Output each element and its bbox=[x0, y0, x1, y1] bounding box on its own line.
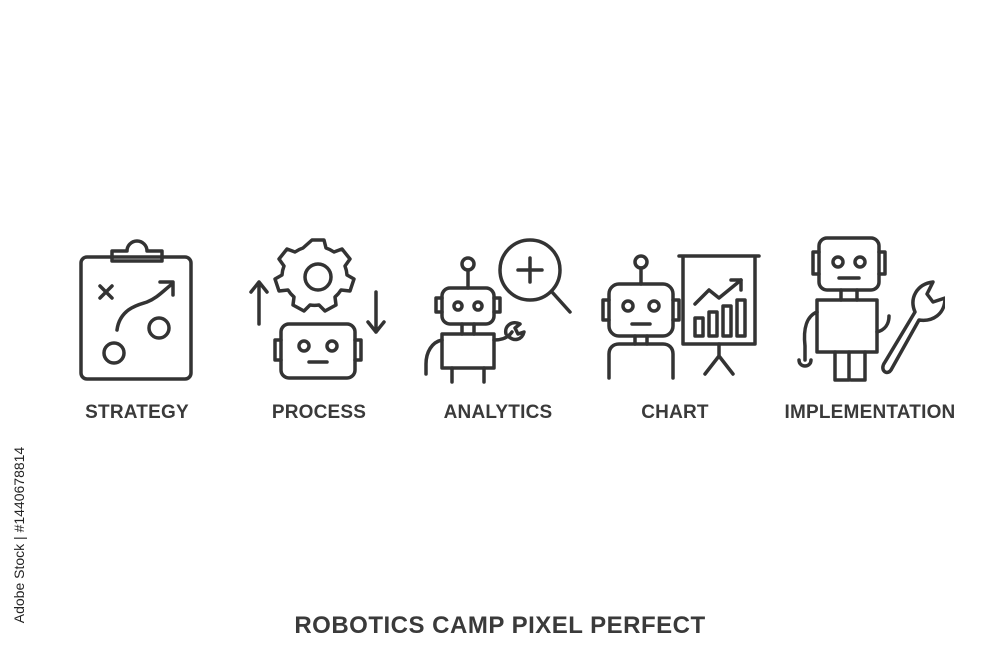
robot-wrench-icon bbox=[795, 232, 945, 392]
label-analytics: ANALYTICS bbox=[443, 402, 553, 423]
page-title: ROBOTICS CAMP PIXEL PERFECT bbox=[294, 612, 706, 639]
label-chart: CHART bbox=[641, 402, 709, 423]
stock-id-watermark: Adobe Stock | #1440678814 bbox=[6, 420, 32, 650]
robot-gear-process-icon bbox=[243, 232, 393, 392]
stock-id-text: Adobe Stock | #1440678814 bbox=[11, 446, 27, 624]
robot-chart-board-icon bbox=[595, 232, 765, 392]
robot-magnifier-analytics-icon bbox=[412, 232, 582, 392]
label-strategy: STRATEGY bbox=[85, 402, 189, 423]
strategy-clipboard-icon bbox=[72, 232, 202, 392]
label-process: PROCESS bbox=[271, 402, 367, 423]
label-implementation: IMPLEMENTATION bbox=[784, 402, 956, 423]
